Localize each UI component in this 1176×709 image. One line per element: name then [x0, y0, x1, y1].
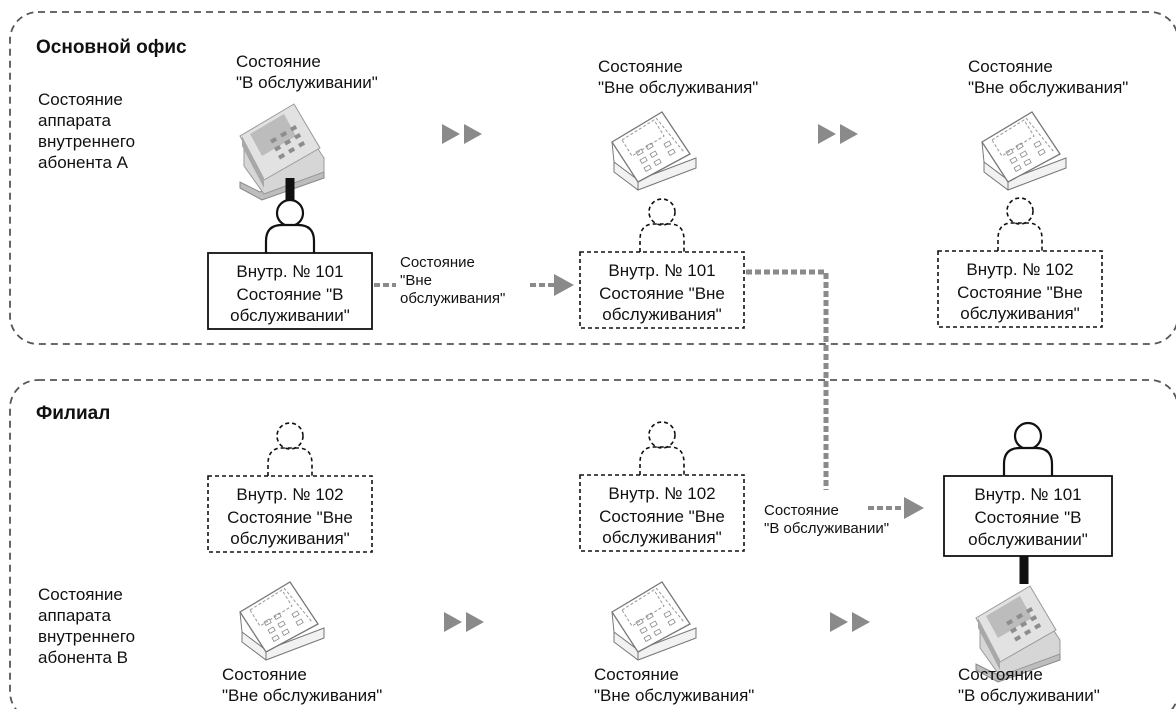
svg-text:Состояние: Состояние [38, 90, 123, 109]
ext-box-a2-number: Внутр. № 101 [608, 261, 715, 280]
svg-text:внутреннего: внутреннего [38, 132, 135, 151]
ext-box-b3-state-cont: обслуживании" [968, 530, 1088, 549]
ext-box-a1-state: Состояние "В [237, 285, 344, 304]
svg-text:"В обслуживании": "В обслуживании" [236, 73, 378, 92]
phone-idle-icon [611, 111, 697, 191]
svg-text:абонента A: абонента A [38, 153, 129, 172]
phone-state-a1: Состояние "В обслуживании" [236, 52, 378, 92]
ext-box-a1 [207, 252, 373, 330]
phone-state-a3: Состояние "Вне обслуживания" [968, 57, 1128, 97]
ext-box-a2-state: Состояние "Вне [599, 284, 725, 303]
phone-idle-icon [239, 581, 325, 661]
transition-arrow-icon [904, 497, 924, 519]
next-arrow-icon [830, 612, 870, 632]
phone-active-icon [239, 103, 325, 201]
svg-text:"Вне обслуживания": "Вне обслуживания" [968, 78, 1128, 97]
svg-text:Состояние: Состояние [958, 665, 1043, 684]
svg-text:аппарата: аппарата [38, 606, 111, 625]
ext-box-b1 [207, 475, 373, 553]
svg-text:Состояние: Состояние [236, 52, 321, 71]
ext-box-a1-state-cont: обслуживании" [230, 306, 350, 325]
main-office-title: Основной офис [36, 37, 187, 58]
branch-frame [9, 379, 1176, 709]
ext-box-a2-state-cont: обслуживания" [602, 305, 721, 324]
ext-box-a3 [937, 250, 1103, 328]
ext-box-b2 [579, 474, 745, 552]
row-label-phone-b: Состояние аппарата внутреннего абонента … [38, 585, 135, 667]
svg-text:"В обслуживании": "В обслуживании" [764, 520, 889, 537]
next-arrow-icon [818, 124, 858, 144]
ext-box-a2 [579, 251, 745, 329]
transition-in-service: Состояние "В обслуживании" [764, 502, 889, 537]
svg-text:Состояние: Состояние [222, 665, 307, 684]
row-label-phone-a: Состояние аппарата внутреннего абонента … [38, 90, 135, 172]
ext-box-b2-number: Внутр. № 102 [608, 484, 715, 503]
next-arrow-icon [442, 124, 482, 144]
ext-box-b2-state-cont: обслуживания" [602, 528, 721, 547]
user-dashed-icon [997, 197, 1043, 252]
transition-out-of-service: Состояние "Вне обслуживания" [400, 254, 505, 307]
svg-text:обслуживания": обслуживания" [400, 290, 505, 307]
ext-box-a3-number: Внутр. № 102 [966, 260, 1073, 279]
svg-text:внутреннего: внутреннего [38, 627, 135, 646]
svg-text:аппарата: аппарата [38, 111, 111, 130]
ext-box-b3 [943, 475, 1113, 557]
phone-state-b3: Состояние "В обслуживании" [958, 665, 1100, 705]
user-icon [264, 198, 316, 255]
svg-text:абонента B: абонента B [38, 648, 128, 667]
svg-text:Состояние: Состояние [594, 665, 679, 684]
ext-box-b1-state: Состояние "Вне [227, 508, 353, 527]
svg-text:Состояние: Состояние [598, 57, 683, 76]
ext-box-b3-state: Состояние "В [975, 508, 1082, 527]
user-dashed-icon [267, 422, 313, 477]
ext-box-a3-state-cont: обслуживания" [960, 304, 1079, 323]
transition-arrow-icon [554, 274, 574, 296]
svg-text:Состояние: Состояние [764, 502, 839, 519]
ext-box-b3-number: Внутр. № 101 [974, 485, 1081, 504]
user-dashed-icon [639, 198, 685, 253]
ext-box-b1-number: Внутр. № 102 [236, 485, 343, 504]
svg-text:"Вне обслуживания": "Вне обслуживания" [594, 686, 754, 705]
phone-state-b2: Состояние "Вне обслуживания" [594, 665, 754, 705]
svg-text:Состояние: Состояние [400, 254, 475, 271]
svg-text:"В обслуживании": "В обслуживании" [958, 686, 1100, 705]
ext-box-b2-state: Состояние "Вне [599, 507, 725, 526]
phone-idle-icon [611, 581, 697, 661]
branch-title: Филиал [36, 403, 110, 424]
svg-text:Состояние: Состояние [968, 57, 1053, 76]
svg-text:"Вне обслуживания": "Вне обслуживания" [222, 686, 382, 705]
main-office-frame [9, 11, 1176, 345]
phone-state-a2: Состояние "Вне обслуживания" [598, 57, 758, 97]
user-dashed-icon [639, 421, 685, 476]
phone-idle-icon [981, 111, 1067, 191]
svg-text:Состояние: Состояние [38, 585, 123, 604]
migration-connector [746, 269, 829, 490]
next-arrow-icon [444, 612, 484, 632]
svg-text:"Вне: "Вне [400, 272, 432, 289]
ext-box-b1-state-cont: обслуживания" [230, 529, 349, 548]
svg-text:"Вне обслуживания": "Вне обслуживания" [598, 78, 758, 97]
ext-box-a1-number: Внутр. № 101 [236, 262, 343, 281]
phone-state-b1: Состояние "Вне обслуживания" [222, 665, 382, 705]
user-icon [1002, 421, 1054, 478]
ext-box-a3-state: Состояние "Вне [957, 283, 1083, 302]
